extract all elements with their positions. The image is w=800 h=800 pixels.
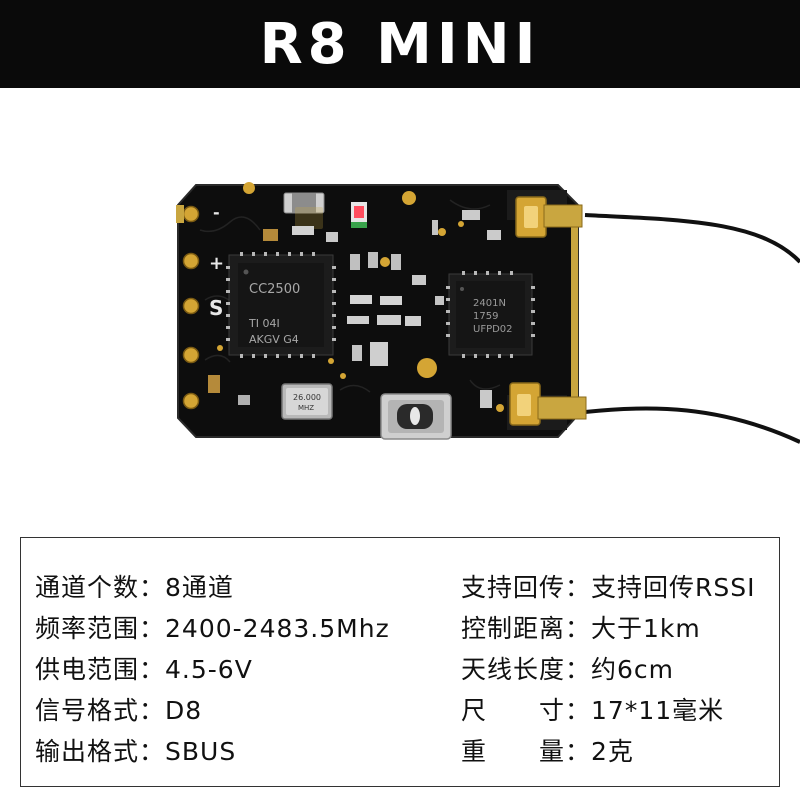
antenna-cable-bottom — [584, 406, 800, 444]
bind-button — [380, 393, 452, 440]
spec-separator: ： — [565, 614, 592, 643]
main-chip-line3: AKGV G4 — [249, 333, 299, 346]
spec-key: 信号格式 — [35, 696, 140, 725]
side-chip-line3: UFPD02 — [473, 324, 513, 335]
antenna-connector-top — [515, 196, 583, 238]
spec-key: 供电范围 — [35, 655, 140, 684]
main-chip: CC2500 TI 04I AKGV G4 — [226, 252, 336, 358]
spec-separator: ： — [565, 655, 592, 684]
spec-row: 通道个数：8通道 — [35, 568, 234, 604]
spec-value: 约6cm — [591, 655, 675, 684]
title-banner: R8 MINI — [0, 0, 800, 88]
spec-value: 2克 — [591, 737, 634, 766]
gold-vias — [217, 182, 504, 412]
crystal-line1: 26.000 — [293, 393, 321, 402]
spec-separator: ： — [139, 573, 166, 602]
spec-row: 供电范围：4.5-6V — [35, 650, 253, 686]
spec-value: 大于1km — [591, 614, 701, 643]
spec-value: D8 — [165, 696, 203, 725]
spec-table: 通道个数：8通道 频率范围：2400-2483.5Mhz 供电范围：4.5-6V… — [20, 537, 780, 787]
spec-separator: ： — [139, 655, 166, 684]
spec-separator: ： — [565, 696, 592, 725]
capacitor-large — [283, 192, 325, 229]
pin-label-signal: S — [209, 296, 223, 320]
antenna-cable-top — [584, 213, 800, 264]
spec-key: 尺 寸 — [461, 696, 566, 725]
spec-value: SBUS — [165, 737, 237, 766]
spec-row: 控制距离：大于1km — [461, 609, 701, 645]
spec-key: 输出格式 — [35, 737, 140, 766]
spec-row: 尺 寸：17*11毫米 — [461, 691, 724, 727]
pin-label-plus: + — [209, 253, 224, 274]
spec-separator: ： — [139, 737, 166, 766]
spec-row: 天线长度：约6cm — [461, 650, 674, 686]
spec-value: 4.5-6V — [165, 655, 253, 684]
spec-row: 重 量：2克 — [461, 732, 634, 768]
crystal-oscillator: 26.000 MHZ — [281, 383, 333, 420]
main-chip-line1: CC2500 — [249, 282, 300, 297]
spec-separator: ： — [565, 737, 592, 766]
side-chip: 2401N 1759 UFPD02 — [446, 271, 535, 358]
crystal-line2: MHZ — [298, 404, 314, 412]
spec-key: 控制距离 — [461, 614, 566, 643]
pin-label-minus: - — [213, 203, 220, 222]
spec-key: 重 量 — [461, 737, 566, 766]
side-chip-line1: 2401N — [473, 298, 506, 309]
spec-row: 输出格式：SBUS — [35, 732, 236, 768]
spec-key: 天线长度 — [461, 655, 566, 684]
spec-row: 支持回传：支持回传RSSI — [461, 568, 756, 604]
spec-value: 支持回传RSSI — [591, 573, 756, 602]
antenna-connector-bottom — [509, 382, 587, 426]
spec-separator: ： — [139, 614, 166, 643]
spec-key: 支持回传 — [461, 573, 566, 602]
spec-row: 频率范围：2400-2483.5Mhz — [35, 609, 390, 645]
spec-value: 2400-2483.5Mhz — [165, 614, 390, 643]
spec-value: 8通道 — [165, 573, 234, 602]
spec-key: 通道个数 — [35, 573, 140, 602]
spec-separator: ： — [139, 696, 166, 725]
spec-row: 信号格式：D8 — [35, 691, 202, 727]
status-led — [351, 202, 367, 228]
solder-pads — [176, 205, 200, 410]
spec-separator: ： — [565, 573, 592, 602]
page-title: R8 MINI — [259, 11, 541, 77]
main-chip-line2: TI 04I — [248, 317, 280, 330]
spec-key: 频率范围 — [35, 614, 140, 643]
product-photo: - + S CC2500 TI 04I AKGV G4 — [176, 182, 800, 444]
spec-value: 17*11毫米 — [591, 696, 725, 725]
side-chip-line2: 1759 — [473, 311, 498, 322]
smd-components — [208, 210, 501, 408]
